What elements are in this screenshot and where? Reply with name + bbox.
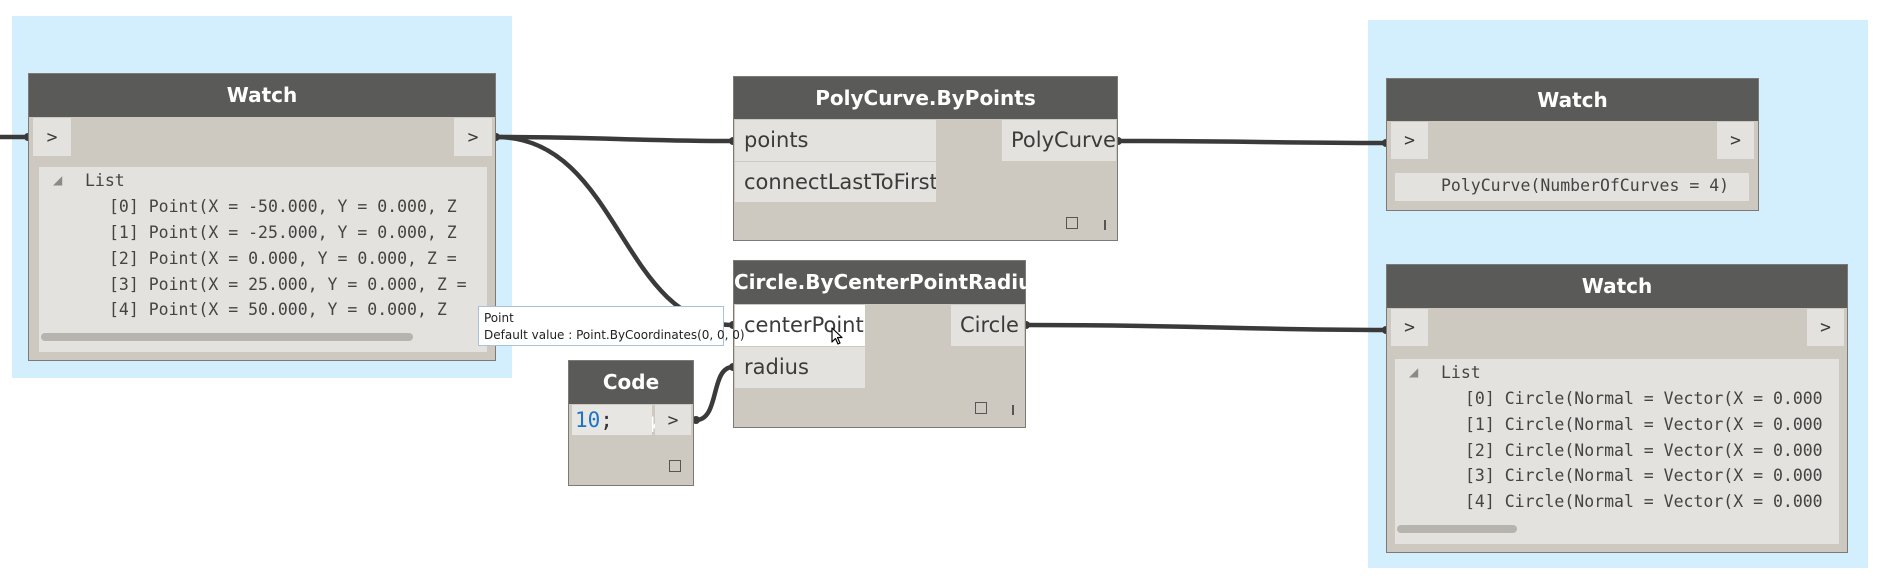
list-item: [3] Circle(Normal = Vector(X = 0.000 bbox=[1465, 466, 1823, 485]
input-port-radius[interactable]: radius bbox=[735, 347, 865, 388]
mouse-cursor-icon bbox=[831, 327, 843, 345]
tooltip-detail: Default value : Point.ByCoordinates(0, 0… bbox=[484, 328, 745, 342]
circle-bycenterpointradius-node[interactable]: Circle.ByCenterPointRadius centerPoint r… bbox=[733, 260, 1044, 428]
input-port-points[interactable]: points bbox=[735, 120, 936, 161]
list-item: [4] Circle(Normal = Vector(X = 0.000 bbox=[1465, 492, 1823, 511]
list-label: List bbox=[1441, 363, 1481, 382]
wire-polycurve-to-watch[interactable] bbox=[1115, 138, 1389, 146]
output-port-polycurve[interactable]: PolyCurve bbox=[1002, 120, 1116, 161]
watch-node-circles[interactable]: Watch > > ◢ List [0] Circle(Normal = Vec… bbox=[1386, 264, 1848, 553]
watch-node-points[interactable]: Watch > > ◢ List [0] Point(X = -50.000, … bbox=[28, 73, 496, 361]
watch-value: PolyCurve(NumberOfCurves = 4) bbox=[1441, 176, 1730, 195]
list-item: [1] Point(X = -25.000, Y = 0.000, Z bbox=[109, 223, 457, 242]
port-dot-codeblock-out bbox=[692, 416, 700, 424]
node-title[interactable]: Circle.ByCenterPointRadius bbox=[734, 261, 1044, 304]
watch-output-port[interactable]: > bbox=[454, 118, 492, 156]
output-port[interactable]: > bbox=[655, 405, 691, 435]
collapse-triangle-icon[interactable]: ◢ bbox=[53, 173, 63, 187]
code-number: 10 bbox=[575, 408, 601, 432]
polycurve-bypoints-node[interactable]: PolyCurve.ByPoints points connectLastToF… bbox=[733, 76, 1118, 241]
node-title[interactable]: Watch bbox=[1387, 79, 1758, 121]
preview-toggle-icon[interactable] bbox=[1066, 217, 1078, 229]
output-port-circle[interactable]: Circle bbox=[951, 305, 1024, 346]
list-item: [2] Point(X = 0.000, Y = 0.000, Z = bbox=[109, 249, 457, 268]
list-item: [0] Point(X = -50.000, Y = 0.000, Z bbox=[109, 197, 457, 216]
preview-toggle-icon[interactable] bbox=[975, 402, 987, 414]
wire-codeblock-to-radius[interactable] bbox=[693, 364, 736, 423]
input-port-centerpoint[interactable]: centerPoint bbox=[735, 305, 865, 346]
wire-points-to-circle[interactable] bbox=[493, 134, 736, 328]
watch-output-port[interactable]: > bbox=[1807, 309, 1844, 346]
wire-points-to-polycurve[interactable] bbox=[493, 134, 736, 144]
horizontal-scrollbar[interactable] bbox=[1397, 525, 1517, 533]
list-item: [4] Point(X = 50.000, Y = 0.000, Z bbox=[109, 300, 447, 319]
watch-output-panel[interactable]: PolyCurve(NumberOfCurves = 4) bbox=[1395, 173, 1749, 201]
input-port-connectlasttofirst[interactable]: connectLastToFirst bbox=[735, 161, 936, 202]
node-title[interactable]: Code Block bbox=[569, 361, 693, 437]
tooltip-title: Point bbox=[484, 311, 514, 325]
preview-toggle-icon[interactable] bbox=[669, 460, 681, 472]
wire-circle-to-watch[interactable] bbox=[1023, 322, 1389, 333]
list-item: [3] Point(X = 25.000, Y = 0.000, Z = bbox=[109, 275, 467, 294]
collapse-triangle-icon[interactable]: ◢ bbox=[1409, 365, 1419, 379]
node-title[interactable]: Watch bbox=[29, 74, 495, 117]
list-item: [2] Circle(Normal = Vector(X = 0.000 bbox=[1465, 441, 1823, 460]
code-block-node[interactable]: Code Block 10; > bbox=[568, 360, 694, 486]
code-editor[interactable]: 10; bbox=[572, 405, 652, 435]
watch-input-port[interactable]: > bbox=[1391, 309, 1428, 346]
list-label: List bbox=[85, 171, 125, 190]
watch-input-port[interactable]: > bbox=[1391, 122, 1428, 159]
port-tooltip: Point Default value : Point.ByCoordinate… bbox=[478, 306, 745, 346]
horizontal-scrollbar[interactable] bbox=[41, 333, 413, 341]
lacing-indicator-icon bbox=[1012, 405, 1014, 415]
watch-output-port[interactable]: > bbox=[1717, 122, 1754, 159]
node-title[interactable]: PolyCurve.ByPoints bbox=[734, 77, 1117, 119]
lacing-indicator-icon bbox=[1104, 220, 1106, 230]
list-item: [1] Circle(Normal = Vector(X = 0.000 bbox=[1465, 415, 1823, 434]
watch-output-panel[interactable]: ◢ List [0] Point(X = -50.000, Y = 0.000,… bbox=[39, 167, 487, 352]
list-item: [0] Circle(Normal = Vector(X = 0.000 bbox=[1465, 389, 1823, 408]
watch-input-port[interactable]: > bbox=[33, 118, 71, 156]
code-semicolon: ; bbox=[600, 408, 613, 432]
node-title[interactable]: Watch bbox=[1387, 265, 1847, 308]
watch-output-panel[interactable]: ◢ List [0] Circle(Normal = Vector(X = 0.… bbox=[1395, 359, 1839, 544]
watch-node-polycurve[interactable]: Watch > > PolyCurve(NumberOfCurves = 4) bbox=[1386, 78, 1759, 211]
